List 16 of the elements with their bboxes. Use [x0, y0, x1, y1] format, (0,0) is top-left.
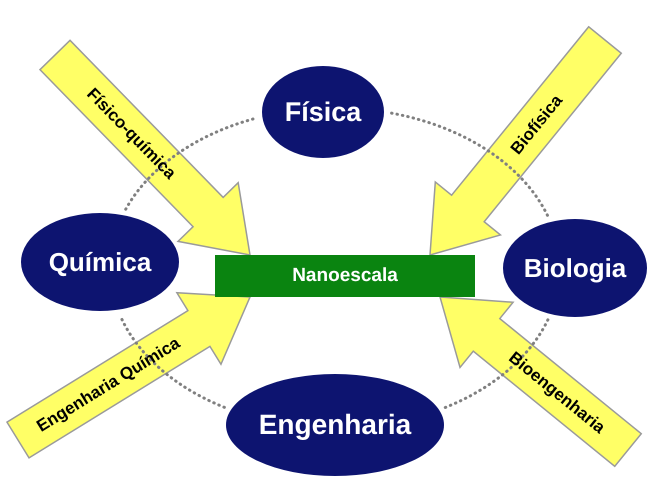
center-box: [215, 255, 475, 297]
topic-label: Biologia: [524, 252, 626, 284]
topic-label: Química: [48, 246, 152, 278]
center-label: Nanoescala: [292, 265, 398, 287]
block-arrow: [438, 296, 642, 468]
dotted-connector: [390, 112, 550, 218]
topic-ellipse: [226, 374, 444, 476]
topic-label: Engenharia: [258, 409, 412, 441]
topic-label: Física: [284, 96, 362, 128]
block-arrow: [429, 26, 622, 256]
topic-ellipse: [503, 219, 647, 317]
block-arrow: [38, 39, 251, 256]
dotted-connector: [443, 318, 550, 410]
topic-ellipse: [21, 213, 179, 311]
block-arrow: [6, 292, 252, 459]
topic-ellipse: [262, 66, 384, 158]
